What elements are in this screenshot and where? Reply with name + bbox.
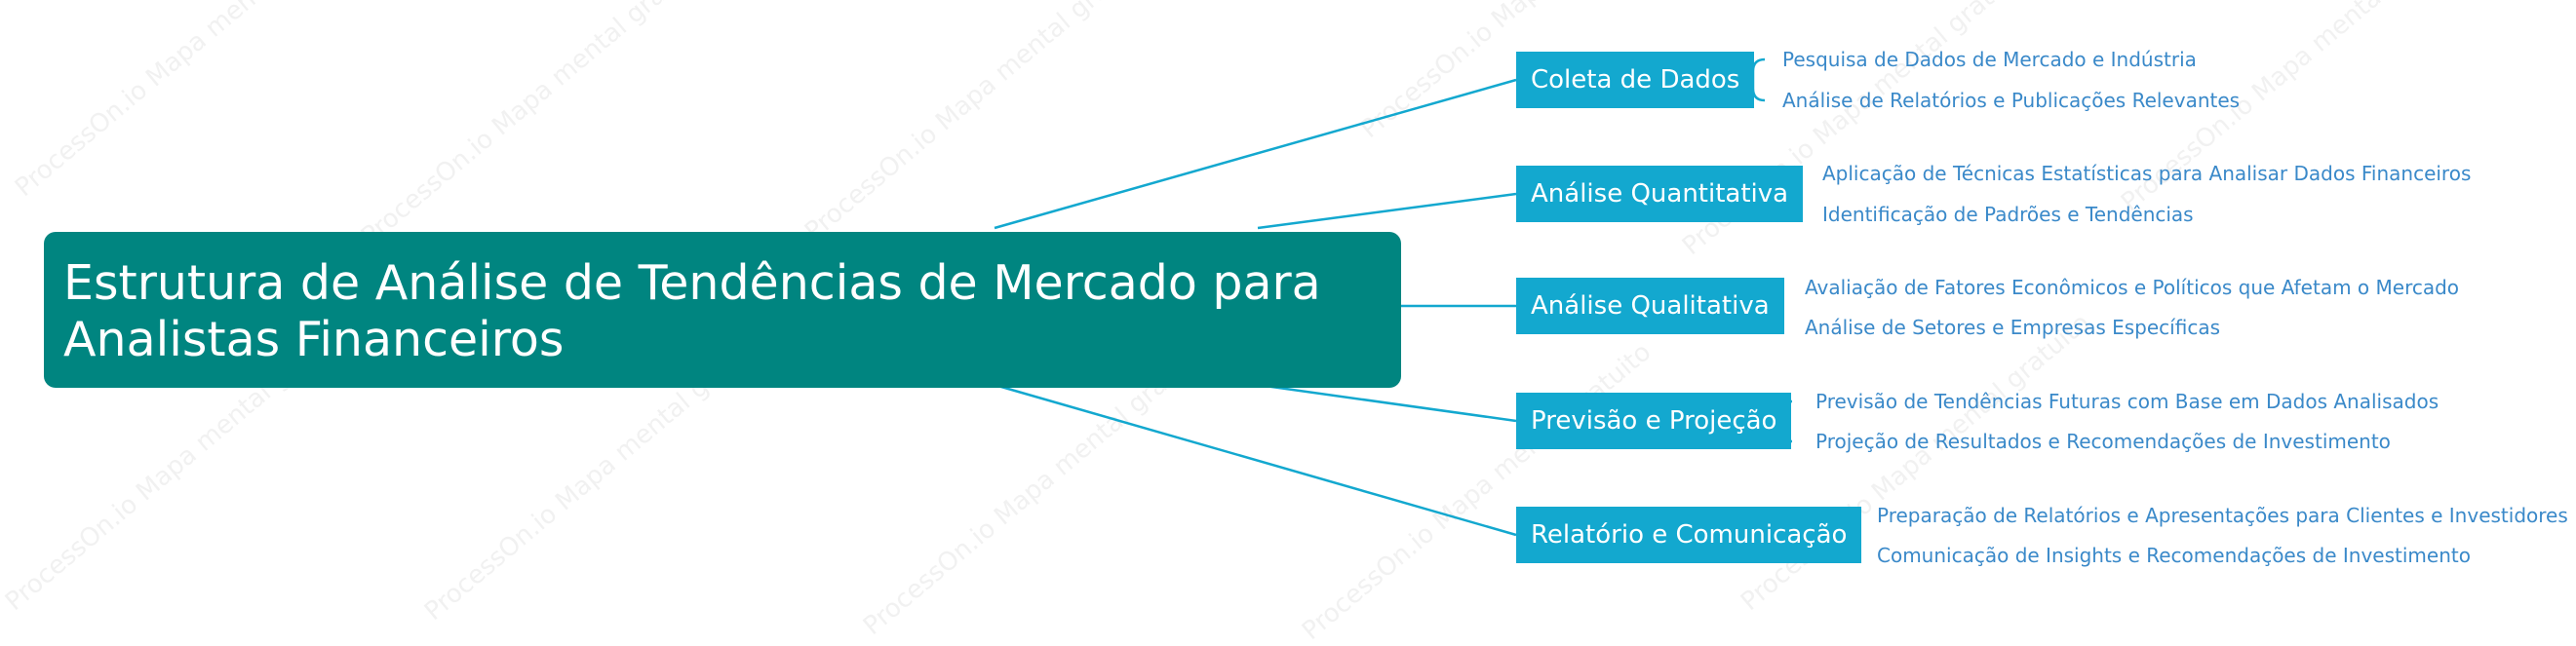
- leaf-node[interactable]: Análise de Setores e Empresas Específica…: [1805, 316, 2221, 339]
- branch-node-relatorio-e-comunicacao[interactable]: Relatório e Comunicação: [1516, 507, 1862, 563]
- connector-root-branch-2: [1257, 192, 1517, 230]
- leaf-node[interactable]: Pesquisa de Dados de Mercado e Indústria: [1782, 48, 2197, 71]
- leaf-node[interactable]: Identificação de Padrões e Tendências: [1822, 203, 2194, 226]
- leaf-node[interactable]: Aplicação de Técnicas Estatísticas para …: [1822, 162, 2472, 185]
- leaf-node[interactable]: Projeção de Resultados e Recomendações d…: [1815, 430, 2391, 453]
- connector-root-branch-5: [994, 383, 1517, 537]
- root-node[interactable]: Estrutura de Análise de Tendências de Me…: [44, 232, 1401, 388]
- leaf-node[interactable]: Preparação de Relatórios e Apresentações…: [1877, 504, 2568, 527]
- connector-root-branch-1: [994, 78, 1517, 230]
- leaf-node[interactable]: Análise de Relatórios e Publicações Rele…: [1782, 89, 2241, 112]
- connector-root-branch-4: [1257, 383, 1517, 423]
- branch-node-previsao-e-projecao[interactable]: Previsão e Projeção: [1516, 393, 1792, 449]
- branch-node-analise-quantitativa[interactable]: Análise Quantitativa: [1516, 166, 1804, 222]
- leaf-node[interactable]: Comunicação de Insights e Recomendações …: [1877, 544, 2471, 567]
- branch-node-coleta-de-dados[interactable]: Coleta de Dados: [1516, 52, 1755, 108]
- leaf-node[interactable]: Previsão de Tendências Futuras com Base …: [1815, 390, 2439, 413]
- leaf-node[interactable]: Avaliação de Fatores Econômicos e Políti…: [1805, 276, 2460, 299]
- branch-node-analise-qualitativa[interactable]: Análise Qualitativa: [1516, 278, 1784, 334]
